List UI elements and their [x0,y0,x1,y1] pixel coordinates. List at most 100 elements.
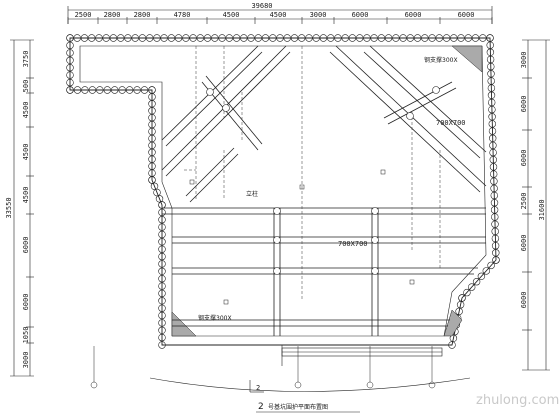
bored-pile [167,34,176,42]
bored-pile [305,34,313,42]
section-mark-label: 2 [256,384,260,392]
bored-pile [312,34,320,42]
bored-pile [158,333,166,342]
bored-pile [66,41,74,50]
bored-pile [73,34,81,42]
bored-pile [489,156,497,164]
bored-pile [96,86,104,94]
bored-pile [488,113,496,121]
right-dim-6: 6000 [520,292,528,309]
strut-size-label-center: 700X700 [338,240,368,248]
bored-pile [110,86,119,94]
bored-pile [160,34,168,42]
top-dim-8: 6000 [352,11,369,19]
bored-pile [140,86,149,94]
bored-pile [392,34,400,42]
right-dimension-chain [522,39,550,371]
strut-size-label-main: 700X700 [436,119,466,127]
bored-pile [489,141,497,150]
bored-pile [102,34,110,42]
bored-pile [133,86,141,94]
bored-pile [125,86,134,94]
bored-pile [450,34,458,42]
bottom-ramp [281,345,443,366]
bored-pile [489,134,497,143]
column-label: 立柱 [246,190,258,198]
bored-pile [487,261,495,270]
top-dim-4: 4780 [174,11,191,19]
bored-pile [158,267,166,275]
site-boundary-arc [149,377,471,392]
bored-pile [472,278,481,286]
top-dim-2: 2800 [104,11,121,19]
bored-pile [448,341,456,349]
bored-pile [153,188,161,197]
watermark-text: zhulong.com [476,393,559,408]
bored-pile [487,62,495,71]
pit-boundary [69,37,497,346]
bored-pile [95,34,103,42]
left-dim-1: 3750 [22,51,30,68]
top-dim-6: 4500 [270,11,287,19]
bored-pile [489,163,498,171]
bored-pile [87,34,96,42]
bored-pile [158,341,166,349]
bored-pile [491,220,499,228]
bored-pile [158,326,166,334]
bored-pile [225,34,234,42]
bored-pile [138,34,147,42]
left-dim-7: 6000 [22,294,30,311]
bored-pile [66,34,74,42]
bored-pile [457,34,465,42]
drawing-title-text: 号基坑围护平面布置图 [268,403,328,411]
left-dimension-chain [10,39,34,377]
left-total-dimension: 33550 [5,197,13,218]
right-dim-1: 3000 [520,52,528,69]
bored-pile [158,319,166,327]
bored-pile [491,242,500,250]
left-dim-3: 4500 [22,102,30,119]
right-dim-5: 6000 [520,235,528,252]
bored-pile [158,208,166,217]
top-dim-10: 6000 [458,11,475,19]
bored-pile-row [66,34,500,349]
bored-pile [490,191,498,200]
bored-pile [73,86,82,94]
bored-pile [348,34,357,42]
bored-pile [153,34,161,42]
bored-pile [471,34,480,42]
bored-pile [479,34,487,42]
bored-pile [464,34,472,42]
bored-pile [488,127,497,135]
bored-pile [486,41,494,49]
bored-pile [492,256,500,264]
bored-pile [413,34,422,42]
bored-pile [118,86,126,94]
bored-pile [406,34,414,42]
bored-pile [489,148,497,157]
bored-pile [103,86,112,94]
dashed-structure [184,46,441,300]
bored-pile [261,34,270,42]
section-mark [249,380,264,393]
bored-pile [254,34,262,42]
bored-pile [486,48,495,56]
bored-pile [182,34,190,42]
bored-pile [66,78,74,87]
bored-pile [377,34,386,42]
bored-pile [487,77,495,85]
bored-pile [488,98,496,107]
axis-bubbles [90,346,436,389]
bored-pile [283,34,291,42]
left-dim-2: 500 [22,80,30,93]
bored-pile [319,34,328,42]
bored-pile [486,55,495,64]
strut-label-top-right: 钢支撑300X [424,56,458,64]
bored-pile [158,223,166,231]
bored-pile [298,34,306,42]
bored-pile [66,86,74,94]
bored-pile [155,195,164,203]
left-dim-4: 4500 [22,144,30,161]
bored-pile [491,234,500,243]
